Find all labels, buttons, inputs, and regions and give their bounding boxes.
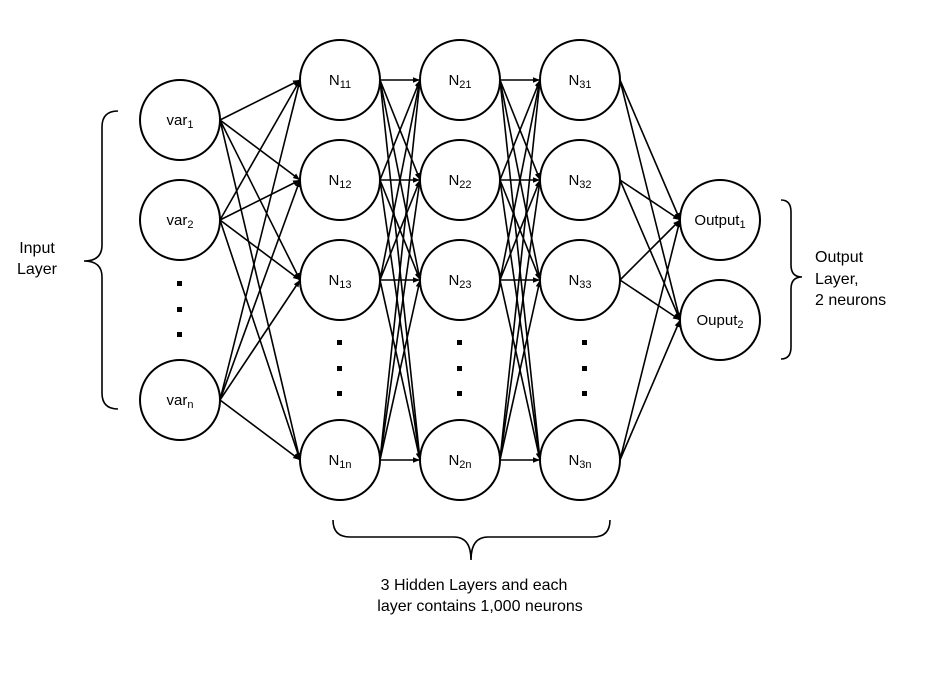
output-layer-label-line2: Layer,	[815, 271, 859, 288]
hidden-layers-caption-line1: 3 Hidden Layers and each	[381, 577, 568, 594]
connection-N2n-to-N31	[499, 79, 543, 461]
output-layer-label-line3: 2 neurons	[815, 292, 886, 309]
neuron-circle	[679, 179, 761, 261]
connection-N1n-to-N23	[379, 279, 422, 461]
neuron-label: N1n	[328, 452, 351, 471]
neuron-label: var2	[167, 212, 194, 231]
connection-N2n-to-N33	[499, 279, 542, 461]
neuron-circle	[139, 179, 221, 261]
neuron-N33: N33	[539, 239, 621, 321]
connection-N13-to-N21	[379, 79, 422, 281]
hidden-layers-brace	[332, 519, 611, 561]
neuron-label: N13	[328, 272, 351, 291]
neuron-circle	[299, 419, 381, 501]
neuron-N31: N31	[539, 39, 621, 121]
connection-var2-to-N11	[219, 79, 301, 221]
neuron-N12: N12	[299, 139, 381, 221]
neuron-circle	[139, 359, 221, 441]
neuron-N1n: N1n	[299, 419, 381, 501]
neuron-label: N23	[448, 272, 471, 291]
neuron-circle	[419, 239, 501, 321]
neuron-circle	[539, 419, 621, 501]
neuron-circle	[299, 239, 381, 321]
connection-N22-to-N31	[499, 79, 541, 181]
neuron-circle	[539, 39, 621, 121]
neuron-circle	[139, 79, 221, 161]
connection-var1-to-N11	[219, 79, 301, 121]
neuron-label: N33	[568, 272, 591, 291]
neuron-circle	[299, 139, 381, 221]
connection-var2-to-N12	[219, 179, 301, 221]
hidden2-ellipsis	[457, 340, 462, 396]
neuron-label: N31	[568, 72, 591, 91]
hidden-layers-caption-line2: layer contains 1,000 neurons	[377, 598, 582, 615]
hidden3-ellipsis	[582, 340, 587, 396]
neuron-out1: Output1	[679, 179, 761, 261]
neuron-label: N3n	[568, 452, 591, 471]
neuron-N21: N21	[419, 39, 501, 121]
neuron-varn: varn	[139, 359, 221, 441]
connection-N13-to-N22	[379, 179, 421, 281]
neuron-circle	[539, 239, 621, 321]
neuron-label: N2n	[448, 452, 471, 471]
neuron-circle	[679, 279, 761, 361]
input-ellipsis	[177, 281, 182, 337]
neuron-label: Output1	[694, 212, 745, 231]
input-layer-brace	[83, 110, 119, 410]
neuron-circle	[539, 139, 621, 221]
neuron-var2: var2	[139, 179, 221, 261]
neuron-label: varn	[167, 392, 194, 411]
neuron-circle	[419, 39, 501, 121]
connection-varn-to-N11	[219, 79, 302, 401]
hidden1-ellipsis	[337, 340, 342, 396]
connection-N23-to-N31	[499, 79, 542, 281]
connection-N33-to-out2	[619, 279, 681, 321]
neuron-N13: N13	[299, 239, 381, 321]
connection-N1n-to-N22	[379, 179, 422, 461]
neuron-label: N21	[448, 72, 471, 91]
connection-N32-to-out1	[619, 179, 681, 221]
neuron-N2n: N2n	[419, 419, 501, 501]
neuron-N32: N32	[539, 139, 621, 221]
neuron-N11: N11	[299, 39, 381, 121]
connection-varn-to-N1n	[219, 399, 301, 461]
neuron-label: var1	[167, 112, 194, 131]
connections	[219, 77, 682, 463]
connection-varn-to-N12	[219, 179, 301, 401]
neuron-circle	[419, 139, 501, 221]
connection-N2n-to-N32	[499, 179, 542, 461]
output-layer-label-line1: Output	[815, 249, 864, 266]
connection-var2-to-N13	[219, 219, 301, 281]
neuron-circle	[419, 419, 501, 501]
connection-N12-to-N21	[379, 79, 421, 181]
neuron-label: N22	[448, 172, 471, 191]
connection-varn-to-N13	[219, 279, 301, 401]
connection-N1n-to-N21	[379, 79, 423, 461]
neuron-out2: Ouput2	[679, 279, 761, 361]
neuron-N22: N22	[419, 139, 501, 221]
neuron-N3n: N3n	[539, 419, 621, 501]
neuron-var1: var1	[139, 79, 221, 161]
connection-N3n-to-out1	[619, 219, 682, 461]
connection-N3n-to-out2	[619, 319, 681, 461]
input-layer-label-line1: Input	[19, 240, 55, 257]
neuron-label: N32	[568, 172, 591, 191]
connection-N31-to-out1	[619, 79, 681, 221]
output-layer-brace	[780, 199, 803, 360]
neuron-circle	[299, 39, 381, 121]
neuron-N23: N23	[419, 239, 501, 321]
connection-N33-to-out1	[619, 219, 681, 281]
input-layer-label-line2: Layer	[17, 261, 58, 278]
neuron-label: Ouput2	[697, 312, 744, 331]
neuron-label: N12	[328, 172, 351, 191]
connection-N23-to-N32	[499, 179, 541, 281]
neuron-label: N11	[329, 72, 351, 91]
